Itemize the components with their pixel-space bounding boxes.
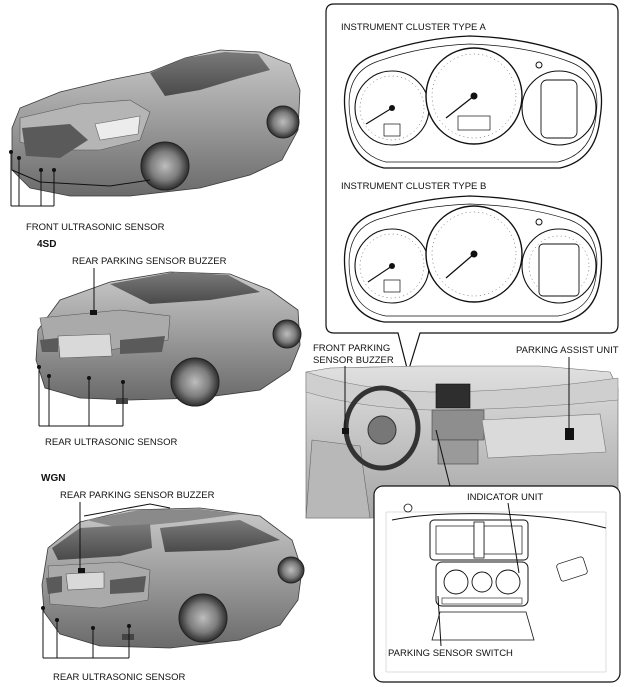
dashboard-interior-illustration xyxy=(305,365,619,519)
cluster-type-b-label: INSTRUMENT CLUSTER TYPE B xyxy=(341,181,486,192)
indicator-unit-callout xyxy=(507,502,520,574)
front-buzzer-label-line2: SENSOR BUZZER xyxy=(313,355,394,366)
rear-wagon-illustration xyxy=(41,503,305,649)
rear-buzzer-wgn-callout xyxy=(78,502,85,573)
rear-buzzer-wgn-label: REAR PARKING SENSOR BUZZER xyxy=(60,490,215,501)
front-buzzer-label-line1: FRONT PARKING xyxy=(313,343,390,354)
parking-assist-unit-label: PARKING ASSIST UNIT xyxy=(516,345,619,356)
instrument-cluster-type-b xyxy=(343,195,603,323)
rear-ultrasonic-wgn-label: REAR ULTRASONIC SENSOR xyxy=(53,672,185,683)
parking-sensor-switch-callout xyxy=(437,595,442,647)
front-ultrasonic-sensor-callouts xyxy=(9,150,56,207)
rear-ultrasonic-4sd-callouts xyxy=(37,365,125,427)
front-ultrasonic-sensor-label: FRONT ULTRASONIC SENSOR xyxy=(26,222,165,233)
front-sedan-illustration xyxy=(11,49,301,197)
parking-sensor-switch-label: PARKING SENSOR SWITCH xyxy=(388,648,513,659)
instrument-cluster-type-a xyxy=(343,35,603,169)
variant-4sd-label: 4SD xyxy=(37,239,56,250)
cluster-type-a-label: INSTRUMENT CLUSTER TYPE A xyxy=(341,22,486,33)
rear-sedan-illustration xyxy=(35,271,302,407)
rear-ultrasonic-4sd-label: REAR ULTRASONIC SENSOR xyxy=(45,437,177,448)
rear-buzzer-4sd-label: REAR PARKING SENSOR BUZZER xyxy=(72,256,227,267)
rear-buzzer-4sd-callout xyxy=(90,268,97,315)
indicator-zoom-callout xyxy=(435,429,451,487)
indicator-unit-detail-panel xyxy=(373,485,621,683)
variant-wgn-label: WGN xyxy=(41,473,65,484)
rear-ultrasonic-wgn-callouts xyxy=(41,606,131,659)
indicator-unit-label: INDICATOR UNIT xyxy=(467,492,543,503)
